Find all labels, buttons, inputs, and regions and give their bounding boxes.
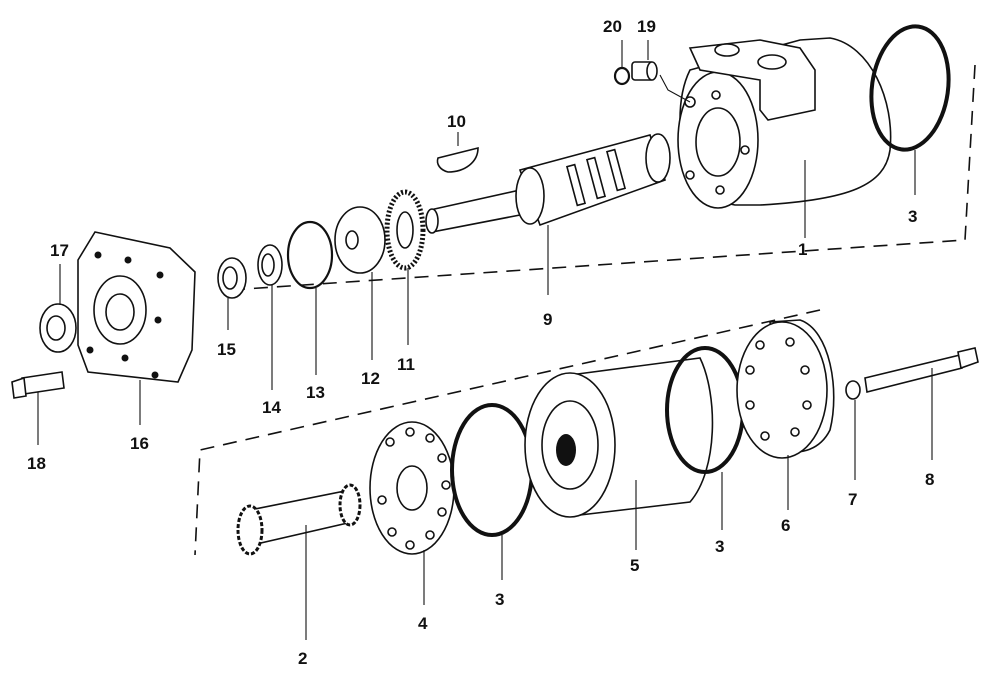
part-thrust-bearing <box>384 189 426 345</box>
upper-dashed-boundary <box>229 64 976 291</box>
part-plug-and-seal <box>613 40 691 103</box>
part-o-ring-middle <box>450 403 534 580</box>
part-housing <box>677 37 892 238</box>
part-ring <box>286 220 334 375</box>
label-part-20: 20 <box>603 17 622 36</box>
part-labels: 1 2 3 3 3 4 5 6 7 8 9 10 11 12 13 14 15 … <box>27 17 934 668</box>
part-o-ring-upper <box>869 24 951 195</box>
part-spool-shaft <box>425 133 671 295</box>
label-part-2: 2 <box>298 649 307 668</box>
part-seal <box>217 257 247 330</box>
part-washer-thick <box>334 206 386 360</box>
label-part-13: 13 <box>306 383 325 402</box>
label-part-15: 15 <box>217 340 236 359</box>
label-part-10: 10 <box>447 112 466 131</box>
label-part-5: 5 <box>630 556 639 575</box>
assembly-boundary <box>194 64 976 556</box>
label-part-16: 16 <box>130 434 149 453</box>
label-part-9: 9 <box>543 310 552 329</box>
label-part-3-lower: 3 <box>715 537 724 556</box>
part-washer-small <box>845 380 861 480</box>
label-part-14: 14 <box>262 398 281 417</box>
part-bushing <box>257 244 283 390</box>
part-drive-shaft <box>236 483 362 640</box>
label-part-6: 6 <box>781 516 790 535</box>
part-end-cover <box>77 231 196 425</box>
label-part-12: 12 <box>361 369 380 388</box>
part-manifold-plate <box>369 421 455 605</box>
part-bolt <box>864 347 979 460</box>
part-gerotor-set <box>524 357 714 550</box>
label-part-3-middle: 3 <box>495 590 504 609</box>
label-part-7: 7 <box>848 490 857 509</box>
lower-dashed-boundary <box>194 309 821 556</box>
label-part-3-upper: 3 <box>908 207 917 226</box>
label-part-4: 4 <box>418 614 428 633</box>
label-part-17: 17 <box>50 241 69 260</box>
part-shaft-seal <box>39 264 77 353</box>
part-end-cap <box>736 319 835 510</box>
part-key <box>436 132 479 173</box>
label-part-18: 18 <box>27 454 46 473</box>
label-part-19: 19 <box>637 17 656 36</box>
label-part-11: 11 <box>397 355 415 374</box>
label-part-8: 8 <box>925 470 934 489</box>
part-screw <box>11 371 65 445</box>
label-part-1: 1 <box>798 240 807 259</box>
